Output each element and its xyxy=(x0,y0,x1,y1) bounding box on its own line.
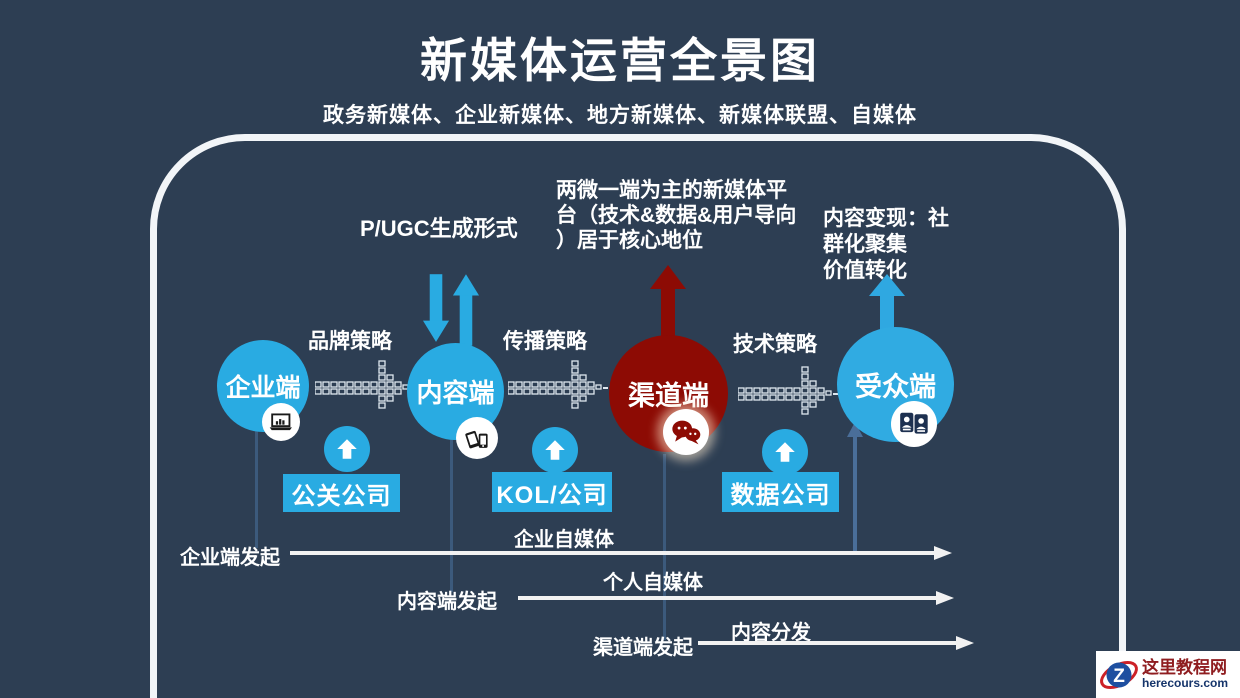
chat-bubbles-icon xyxy=(663,409,709,455)
watermark-text: 这里教程网 herecours.com xyxy=(1142,657,1229,691)
node-content-label: 内容端 xyxy=(416,378,495,408)
flow3-arrow xyxy=(698,636,974,650)
audience-people-icon xyxy=(891,401,937,447)
company-box-data: 数据公司 xyxy=(722,472,839,512)
exchange-arrows-icon xyxy=(422,274,480,346)
up-arrow-circle-icon xyxy=(532,427,578,473)
watermark-site-name: 这里教程网 xyxy=(1142,657,1227,677)
connector-enterprise-line xyxy=(255,428,258,548)
note-pugc-generation: P/UGC生成形式 xyxy=(360,216,518,241)
note-monetization: 内容变现：社 群化聚集 价值转化 xyxy=(823,207,949,282)
watermark-badge[interactable]: Z 这里教程网 herecours.com xyxy=(1096,651,1240,698)
panorama-frame xyxy=(150,134,1126,698)
watermark-logo-letter: Z xyxy=(1113,666,1125,687)
flow2-arrow xyxy=(518,591,954,605)
flow2-name-label: 个人自媒体 xyxy=(603,572,703,594)
flow1-name-label: 企业自媒体 xyxy=(514,529,614,551)
flow3-origin-label: 渠道端发起 xyxy=(593,637,693,659)
node-channel-label: 渠道端 xyxy=(628,381,709,411)
company-data-label: 数据公司 xyxy=(730,481,831,509)
laptop-chart-icon xyxy=(262,403,300,441)
label-brand-strategy: 品牌策略 xyxy=(308,330,392,353)
company-box-kol: KOL/公司 xyxy=(492,472,612,512)
note-platform-core: 两微一端为主的新媒体平 台（技术&数据&用户导向 ）居于核心地位 xyxy=(556,179,797,252)
dotted-arrow-icon xyxy=(508,360,609,409)
company-kol-label: KOL/公司 xyxy=(496,481,608,509)
watermark-logo-icon: Z xyxy=(1100,660,1138,689)
label-spread-strategy: 传播策略 xyxy=(503,330,587,353)
channel-up-arrow-icon xyxy=(650,265,686,345)
flow1-origin-label: 企业端发起 xyxy=(180,547,280,569)
dotted-arrow-icon xyxy=(315,360,416,409)
label-tech-strategy: 技术策略 xyxy=(733,333,817,356)
node-audience-label: 受众端 xyxy=(855,372,936,402)
company-box-pr: 公关公司 xyxy=(283,474,400,512)
connector-content-line xyxy=(450,440,453,592)
mobile-devices-icon xyxy=(456,417,498,459)
flow3-name-label: 内容分发 xyxy=(731,622,811,644)
connector-audience-up-arrow xyxy=(847,422,863,552)
node-enterprise-label: 企业端 xyxy=(225,374,301,402)
up-arrow-circle-icon xyxy=(762,429,808,475)
page-subtitle: 政务新媒体、企业新媒体、地方新媒体、新媒体联盟、自媒体 xyxy=(323,104,917,127)
up-arrow-circle-icon xyxy=(324,426,370,472)
dotted-arrow-icon xyxy=(738,366,839,415)
company-pr-label: 公关公司 xyxy=(291,482,392,510)
flow1-arrow xyxy=(290,546,952,560)
page-title: 新媒体运营全景图 xyxy=(420,34,820,87)
watermark-site-url: herecours.com xyxy=(1142,676,1229,691)
connector-channel-line xyxy=(663,454,666,640)
flow2-origin-label: 内容端发起 xyxy=(397,591,497,613)
